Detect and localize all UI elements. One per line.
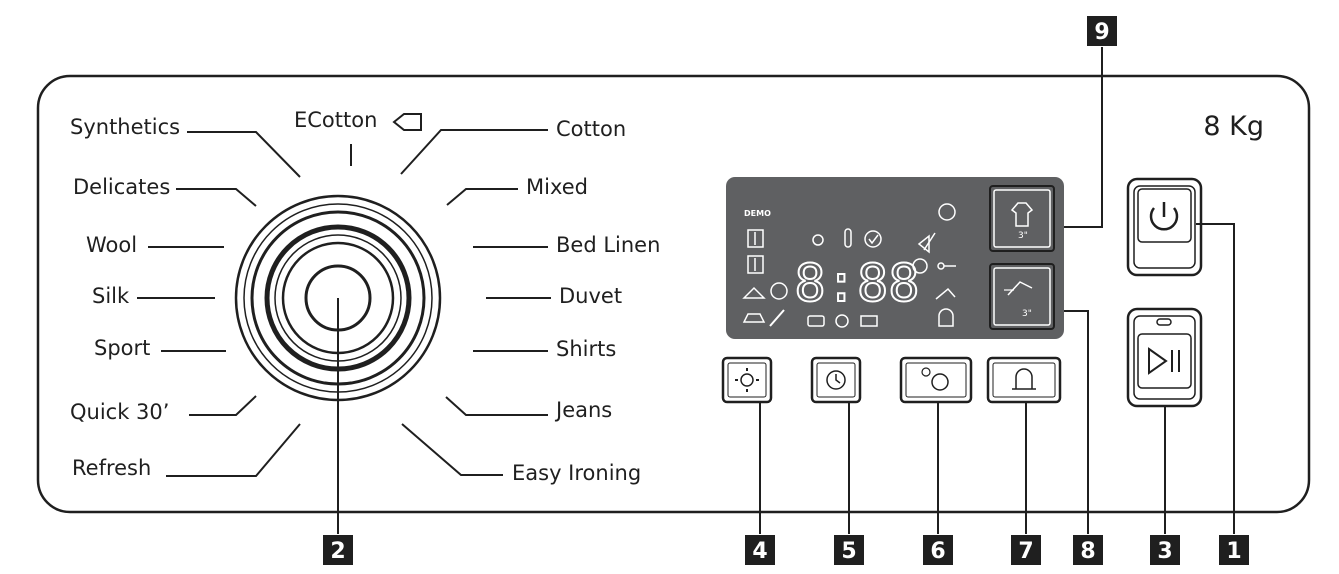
temperature-button[interactable] (721, 356, 773, 404)
program-shirts: Shirts (556, 337, 616, 361)
mixed-leader (446, 188, 518, 206)
display-panel: DEMO 8:88 3" (726, 177, 1064, 339)
cotton-leader (400, 129, 548, 175)
program-silk: Silk (92, 284, 130, 308)
eco-tag-icon (392, 113, 422, 131)
program-bed-linen: Bed Linen (556, 233, 660, 257)
program-synthetics: Synthetics (70, 115, 180, 139)
power-button[interactable] (1126, 177, 1203, 277)
callout-1-number: 1 (1226, 539, 1241, 564)
callout-7-badge (1011, 535, 1041, 565)
drum-clean-icon (835, 314, 849, 328)
program-refresh: Refresh (72, 456, 151, 480)
spin-time-icon (931, 373, 949, 391)
callout-2-badge (323, 535, 353, 565)
callout-3-badge (1150, 535, 1180, 565)
program-easy-ironing: Easy Ironing (512, 461, 641, 485)
program-duvet: Duvet (559, 284, 622, 308)
callout-2-number: 2 (330, 539, 345, 564)
display-background (726, 177, 1064, 339)
alarm-button[interactable] (986, 356, 1062, 404)
time-digits: 8:88 (794, 254, 919, 314)
power-icon (1149, 207, 1179, 231)
quick-hold-time: 3" (1022, 309, 1032, 319)
temperature-icon (740, 373, 754, 387)
callout-1-badge (1219, 535, 1249, 565)
steam-indicator-icon (938, 203, 956, 221)
iron-icon (742, 313, 766, 323)
callout-8-badge (1073, 535, 1103, 565)
hanger-icon (742, 286, 766, 299)
spin-indicator-icon (912, 258, 928, 274)
wrench-icon (769, 309, 785, 327)
callout-8-number: 8 (1080, 539, 1095, 564)
steam-button[interactable]: 3" (989, 185, 1055, 252)
prewash-icon (747, 229, 764, 248)
bell-icon (1012, 368, 1036, 390)
demo-indicator: DEMO (744, 209, 771, 218)
callout-leaders (337, 47, 1235, 534)
softener-icon (860, 315, 878, 327)
start-pause-button[interactable] (1126, 307, 1203, 408)
callout-5-number: 5 (841, 539, 856, 564)
steam-hold-time: 3" (1018, 231, 1028, 241)
extra-rinse-icon (747, 255, 764, 274)
callout-badges: 9 2 4 5 6 7 8 3 1 (323, 16, 1249, 565)
delicates-leader (176, 188, 257, 207)
detergent-icon (807, 315, 825, 327)
program-delicates: Delicates (73, 175, 170, 199)
callout-9-number: 9 (1094, 20, 1109, 45)
callout-7-number: 7 (1018, 539, 1033, 564)
quick30-leader (189, 395, 257, 416)
callout-6-number: 6 (930, 539, 945, 564)
thermometer-icon (844, 228, 852, 248)
program-labels: ECotton Cotton Synthetics Mixed Delicate… (70, 108, 660, 485)
callout-4-badge (745, 535, 775, 565)
steam-shirt-icon (1010, 202, 1034, 227)
check-circle-icon (864, 230, 882, 248)
play-pause-icon (1148, 347, 1168, 375)
program-cotton: Cotton (556, 117, 626, 141)
easy-ironing-leader (401, 423, 503, 476)
program-jeans: Jeans (554, 398, 612, 422)
program-sport: Sport (94, 336, 150, 360)
program-wool: Wool (86, 233, 137, 257)
callout-4-number: 4 (752, 539, 767, 564)
callout-5-badge (834, 535, 864, 565)
delay-indicator-icon (770, 282, 788, 300)
quick-wash-icon (1007, 281, 1033, 296)
synthetics-leader (187, 131, 301, 178)
program-mixed: Mixed (526, 175, 588, 199)
quick-button[interactable]: 3" (989, 263, 1055, 330)
start-indicator-led (1156, 318, 1172, 326)
capacity-label: 8 Kg (1203, 111, 1264, 142)
callout-9-badge (1087, 16, 1117, 46)
bell-indicator-icon (938, 308, 954, 327)
quick-indicator-icon (935, 287, 956, 300)
sun-indicator-icon (812, 234, 824, 246)
refresh-leader (166, 423, 301, 477)
callout-6-badge (923, 535, 953, 565)
program-ecotton: ECotton (294, 108, 377, 132)
delay-button[interactable] (810, 356, 862, 404)
delay-timer-icon (826, 370, 846, 390)
callout-3-number: 3 (1157, 539, 1172, 564)
jeans-leader (445, 396, 548, 416)
mute-icon (917, 234, 930, 254)
spin-button[interactable] (899, 356, 973, 404)
program-quick-30: Quick 30’ (70, 400, 169, 424)
panel-outline (36, 74, 1311, 514)
